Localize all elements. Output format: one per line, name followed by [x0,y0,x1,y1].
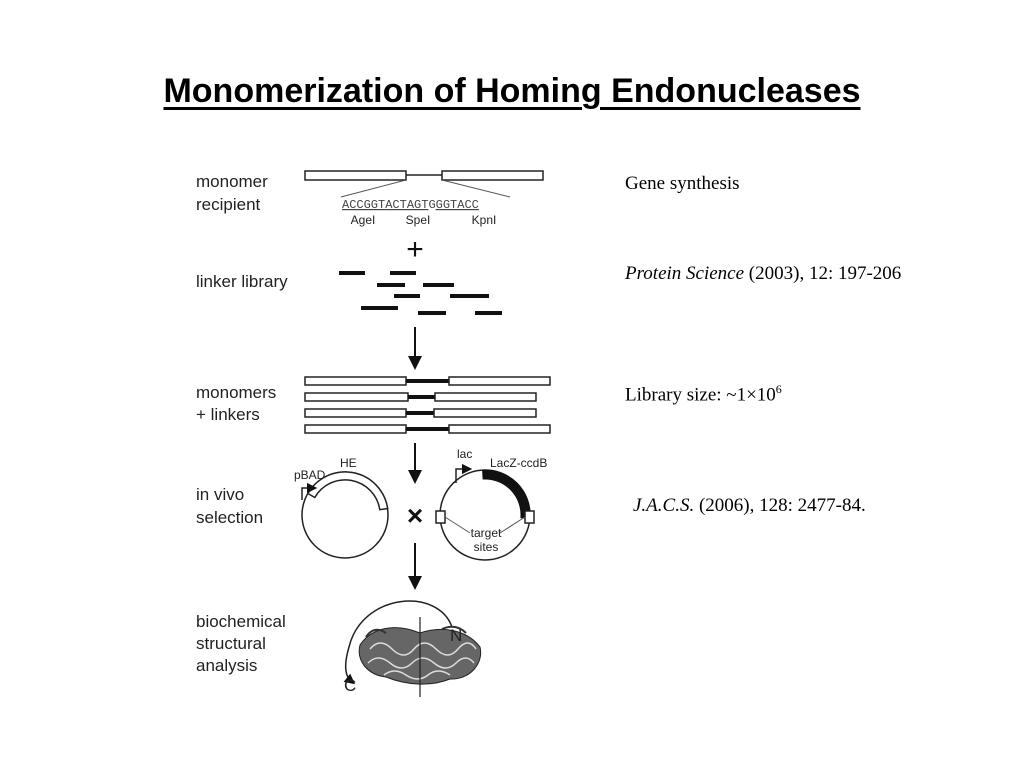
label-plus-linkers: + linkers [196,405,260,424]
terminus-n: N [450,626,462,645]
library-size-exponent: 6 [775,382,782,396]
label-structural: structural [196,634,266,653]
sequence-spacer: G [428,198,435,212]
journal-jacs: J.A.C.S. [633,495,695,516]
spei-site: ACTAGT [385,198,428,212]
label-selection: selection [196,508,263,527]
restriction-sequence: ACCGGTACTAGTGGGTACC [342,198,479,212]
agei-site: ACCGGT [342,198,385,212]
note-gene-synthesis: Gene synthesis [625,173,740,194]
plus-symbol: + [406,233,424,266]
plasmid-lac-ccdb [435,463,535,561]
slide-title: Monomerization of Homing Endonucleases [163,72,861,110]
note-reference-protein-science: Protein Science (2003), 12: 197-206 [625,263,901,285]
linker-fragments [339,271,502,315]
target-label-line2: sites [474,540,499,554]
label-in-vivo: in vivo [196,485,244,504]
cross-symbol: × [407,500,423,531]
protein-structure [343,600,482,697]
promoter-pbad: pBAD [294,468,326,482]
label-analysis: analysis [196,656,257,675]
enzyme-kpni: KpnI [472,213,497,227]
note-library-size: Library size: ~1×106 [625,382,782,406]
label-monomers: monomers [196,383,276,402]
kpni-site: GGTACC [436,198,479,212]
target-label-line1: target [471,526,502,540]
gene-lacz-ccdb: LacZ-ccdB [490,456,547,470]
label-biochemical: biochemical [196,612,286,631]
enzyme-spei: SpeI [406,213,431,227]
reference-1-detail: (2003), 12: 197-206 [744,263,902,284]
label-monomer: monomer [196,172,268,191]
terminus-c: C [344,676,356,695]
library-size-text: Library size: ~1×10 [625,384,776,406]
monomer-recipient-construct [304,170,544,198]
journal-protein-science: Protein Science [625,263,745,284]
promoter-lac: lac [457,447,472,461]
reference-2-detail: (2006), 128: 2477-84. [694,495,866,516]
monomerization-diagram: monomer recipient linker library monomer… [196,170,551,697]
enzyme-agei: AgeI [351,213,376,227]
label-recipient: recipient [196,195,261,214]
gene-he: HE [340,456,357,470]
monomer-linker-constructs [304,376,551,434]
label-linker-library: linker library [196,272,288,291]
note-reference-jacs: J.A.C.S. (2006), 128: 2477-84. [633,495,866,517]
plasmid-pbad-he [301,471,389,559]
